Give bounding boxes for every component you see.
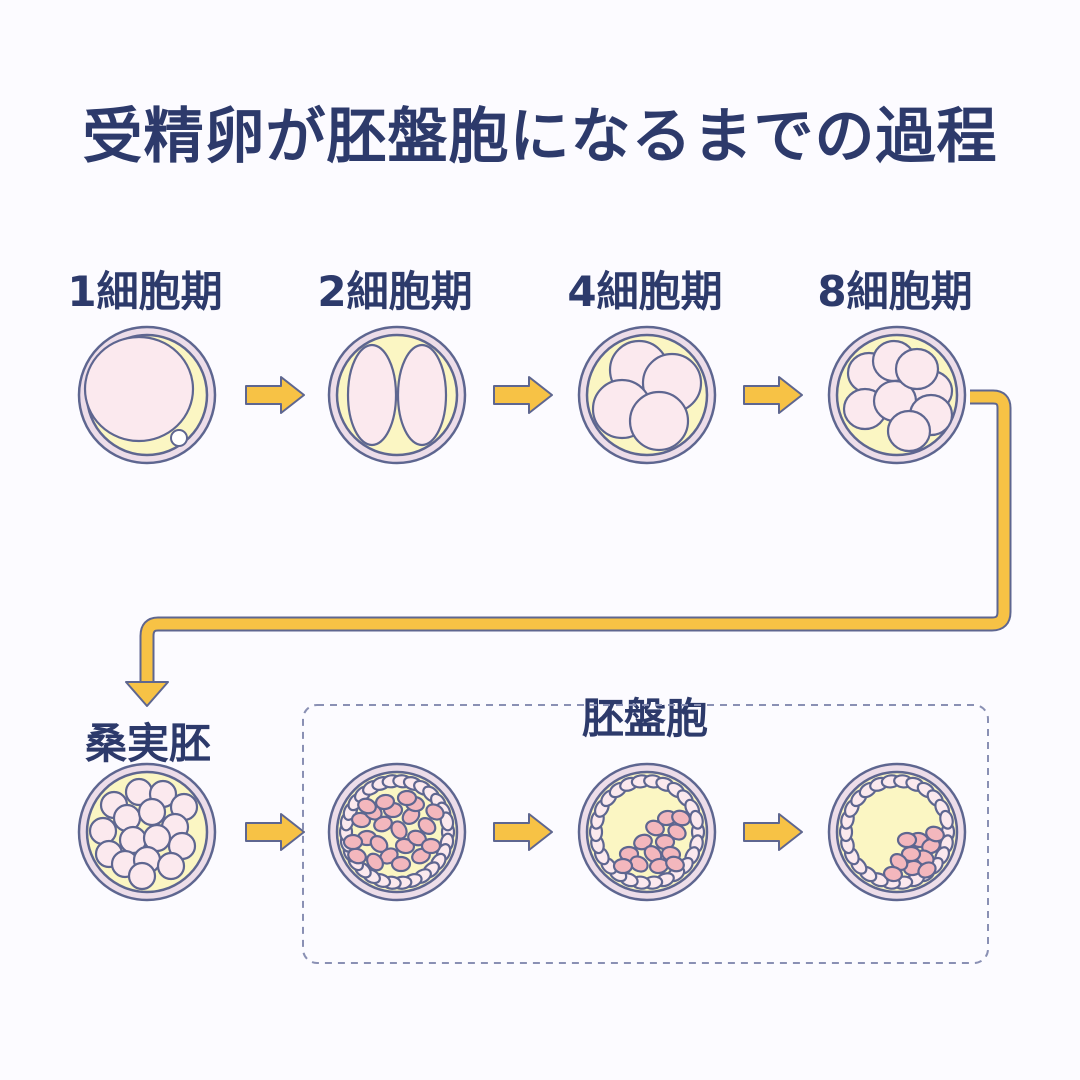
stage-label-morula: 桑実胚 xyxy=(84,719,211,768)
blastocyst-early xyxy=(327,762,467,902)
inner-cell-mass-cell xyxy=(373,815,393,833)
inner-cell-mass-cell xyxy=(357,797,377,815)
cell xyxy=(886,409,932,453)
stage-label-4-cell: 4細胞期 xyxy=(567,267,723,316)
blastocyst-group-label: 胚盤胞 xyxy=(535,685,755,746)
cell xyxy=(127,861,157,891)
cell xyxy=(83,335,195,443)
embryo-8-cell xyxy=(827,325,967,465)
inner-cell-mass-cell xyxy=(896,831,918,849)
inner-cell-mass-cell xyxy=(420,837,442,855)
cell xyxy=(156,851,186,881)
embryo-2-cell xyxy=(327,325,467,465)
stage-label-2-cell: 2細胞期 xyxy=(317,267,473,316)
perivitelline-space xyxy=(585,770,709,894)
inner-cell-mass-cell xyxy=(390,820,408,840)
trophoblast-cell xyxy=(939,809,954,830)
page-title: 受精卵が胚盤胞になるまでの過程 xyxy=(82,102,998,172)
inner-cell-mass-cell xyxy=(374,793,396,811)
connector-arrowhead xyxy=(125,681,169,707)
embryo-morula xyxy=(77,762,217,902)
cell xyxy=(137,797,167,827)
trophoblast-cell xyxy=(439,811,455,832)
inner-cell-mass-cell xyxy=(366,852,384,872)
inner-cell-mass-cell xyxy=(612,857,634,875)
cell xyxy=(88,816,118,846)
inner-cell-mass-cell xyxy=(342,833,364,851)
polar-body xyxy=(170,429,188,447)
arrow-blastocyst-1-to-2 xyxy=(493,813,553,851)
blastocyst-group-box xyxy=(302,704,989,964)
inner-cell-mass-cell xyxy=(425,803,445,821)
inner-cell-mass-cell xyxy=(629,855,649,873)
arrow-4-to-8 xyxy=(743,376,803,414)
inner-cell-mass-cell xyxy=(645,819,665,837)
cell xyxy=(628,390,690,452)
cell xyxy=(396,343,448,447)
stage-label-1-cell: 1細胞期 xyxy=(67,267,223,316)
stage-label-8-cell: 8細胞期 xyxy=(817,267,973,316)
cell xyxy=(894,347,940,391)
inner-cell-mass-cell xyxy=(882,865,904,883)
arrow-1-to-2 xyxy=(245,376,305,414)
arrow-2-to-4 xyxy=(493,376,553,414)
embryo-4-cell xyxy=(577,325,717,465)
blastocyst-late xyxy=(827,762,967,902)
inner-cell-mass-cell xyxy=(917,861,937,879)
arrow-morula-to-blastocyst xyxy=(245,813,305,851)
inner-cell-mass-cell xyxy=(350,811,372,829)
arrow-blastocyst-2-to-3 xyxy=(743,813,803,851)
inner-cell-mass-cell xyxy=(347,847,367,865)
inner-cell-mass-cell xyxy=(396,789,418,807)
inner-cell-mass-cell xyxy=(417,817,437,835)
blastocyst-mid xyxy=(577,762,717,902)
inner-cell-mass-cell xyxy=(390,855,412,873)
inner-cell-mass-cell xyxy=(665,855,685,873)
inner-cell-mass-cell xyxy=(671,809,691,827)
inner-cell-mass-cell xyxy=(925,825,945,843)
trophoblast-cell xyxy=(689,809,704,830)
embryo-1-cell xyxy=(77,325,217,465)
cell xyxy=(346,343,398,447)
